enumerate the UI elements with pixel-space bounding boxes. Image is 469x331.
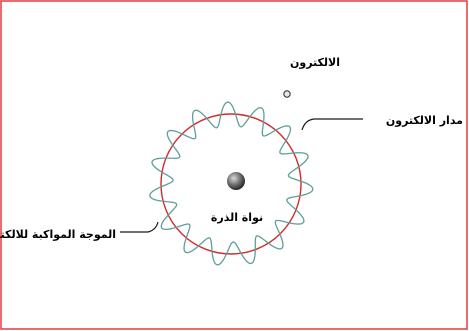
wave-pointer-line bbox=[120, 222, 158, 232]
electron-label: الالكترون bbox=[290, 56, 340, 69]
orbit-pointer-line bbox=[302, 119, 363, 130]
wave-label: الموجة المواكبة للالكترون bbox=[0, 228, 116, 241]
nucleus-icon bbox=[227, 172, 245, 190]
orbit-label: مدار الالكترون bbox=[386, 114, 463, 127]
electron-icon bbox=[284, 91, 290, 97]
nucleus-label: نواة الذرة bbox=[211, 211, 263, 224]
